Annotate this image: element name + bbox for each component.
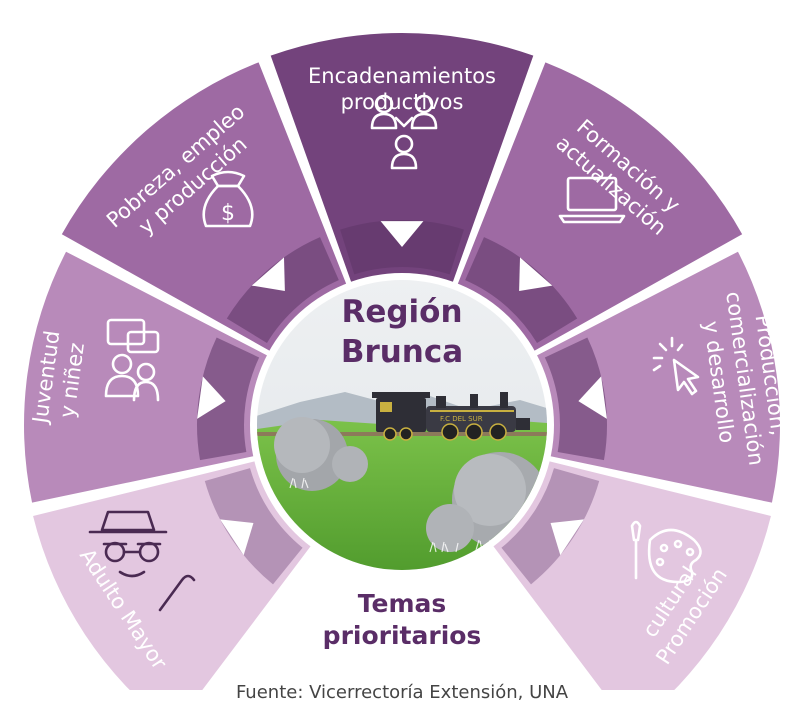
gear-tooth-6: [550, 519, 584, 556]
gear-ring: [197, 220, 607, 585]
train: F.C DEL SUR: [372, 392, 530, 441]
train-plate: F.C DEL SUR: [440, 415, 483, 423]
cursor-click-icon: [652, 336, 700, 396]
palette-icon: [630, 520, 702, 584]
center-illustration: F.C DEL SUR Regi: [250, 273, 554, 577]
gear-band-5: [544, 337, 607, 461]
gear-tooth-4: [519, 257, 553, 291]
gear-tooth-3: [380, 221, 424, 247]
gear-band-3: [340, 220, 464, 275]
source-note: Fuente: Vicerrectoría Extensión, UNA: [236, 682, 569, 703]
money-bag-icon: $: [202, 170, 254, 228]
subtitle-line1: Temas: [358, 589, 447, 618]
gear-tooth-1: [197, 376, 226, 419]
youth-chat-icon: [104, 318, 160, 402]
gear-tooth-2: [251, 257, 285, 291]
center-title-line2: Brunca: [341, 334, 463, 370]
gear-tooth-5: [578, 376, 607, 419]
svg-text:$: $: [221, 201, 235, 226]
subtitle-line2: prioritarios: [323, 621, 482, 650]
gear-band-6: [501, 468, 600, 585]
segment-3-label-line-1: productivos: [341, 90, 464, 114]
elder-icon: [88, 510, 196, 612]
segment-icons: $: [88, 94, 702, 612]
gear-tooth-0: [220, 519, 254, 556]
network-people-icon: [370, 94, 438, 170]
center-title-line1: Región: [341, 294, 462, 330]
segment-3: [270, 32, 534, 284]
segment-3-label-line-0: Encadenamientos: [308, 64, 496, 88]
laptop-icon: [558, 176, 626, 224]
gear-band-0: [204, 468, 303, 585]
gear-band-1: [197, 337, 260, 461]
